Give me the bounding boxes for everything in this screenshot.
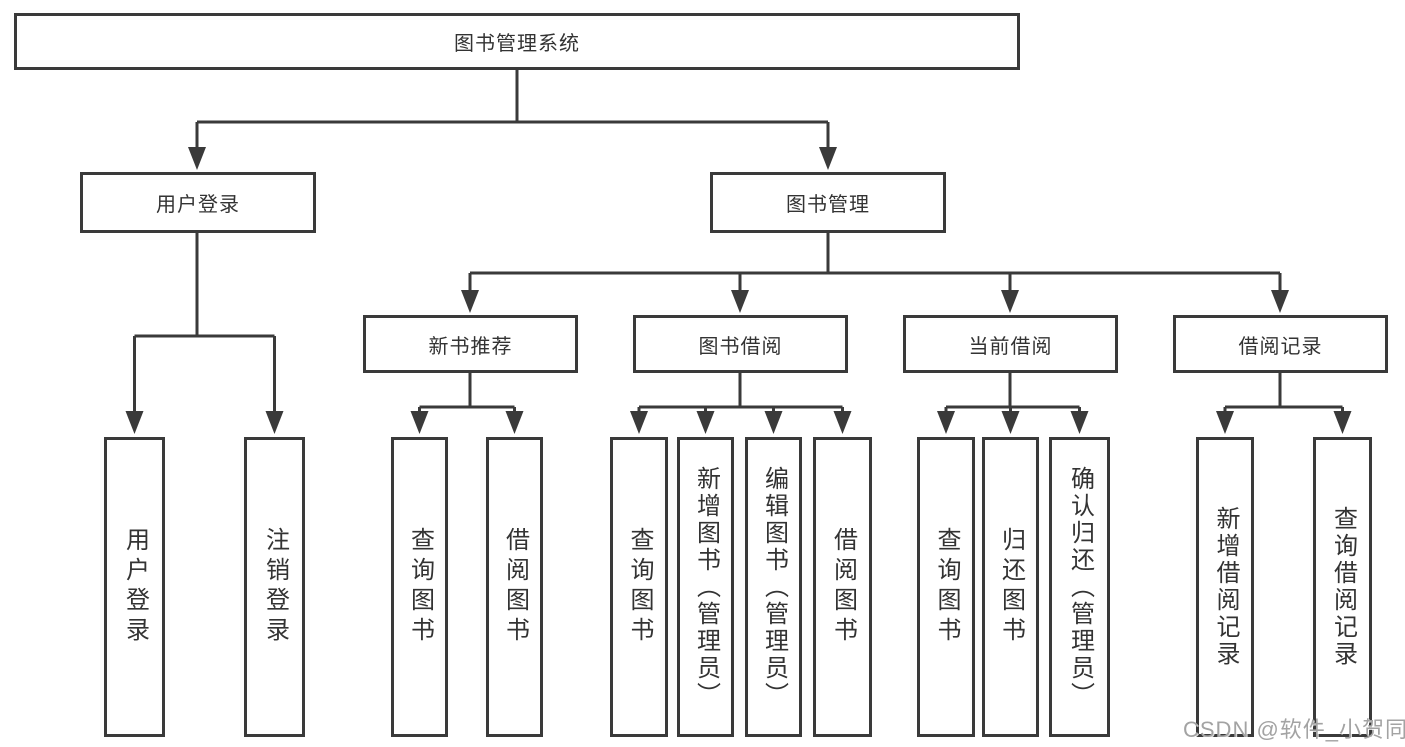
node-label: 用户登录 — [156, 194, 240, 216]
node-label: 当前借阅 — [968, 335, 1053, 358]
node-label: 图书管理系统 — [454, 33, 580, 55]
leaf-logout: 注销登录 — [244, 437, 305, 737]
arrow-icon — [1070, 411, 1089, 434]
arrow-icon — [1333, 411, 1352, 434]
node-label: 图书管理 — [786, 194, 870, 216]
arrow-icon — [410, 411, 429, 434]
leaf-add-borrow-record: 新增借阅记录 — [1196, 437, 1254, 737]
leaf-return-books: 归还图书 — [982, 437, 1039, 737]
leaf-label: 查询图书 — [933, 527, 960, 647]
node-book-borrowing: 图书借阅 — [633, 315, 848, 373]
leaf-label: 用户登录 — [121, 527, 149, 647]
leaf-label: 新增借阅记录 — [1212, 506, 1239, 668]
arrow-icon — [188, 147, 206, 170]
leaf-borrow-books-recommend: 借阅图书 — [486, 437, 543, 737]
leaf-label: 查询图书 — [406, 527, 434, 647]
leaf-label: 归还图书 — [997, 527, 1025, 647]
leaf-query-borrow-record: 查询借阅记录 — [1313, 437, 1372, 737]
leaf-query-books-current: 查询图书 — [917, 437, 975, 737]
leaf-label: 借阅图书 — [829, 527, 857, 647]
arrow-icon — [833, 411, 852, 434]
arrow-icon — [1216, 411, 1234, 434]
arrow-icon — [1001, 411, 1020, 434]
arrow-icon — [265, 411, 284, 434]
arrow-icon — [125, 411, 144, 434]
arrow-icon — [937, 411, 955, 434]
leaf-add-book-admin: 新增图书（管理员） — [677, 437, 734, 737]
node-label: 借阅记录 — [1238, 335, 1323, 358]
leaf-label: 借阅图书 — [501, 527, 529, 647]
leaf-label: 确认归还（管理员） — [1066, 465, 1094, 709]
arrow-icon — [696, 411, 715, 434]
leaf-label: 编辑图书（管理员） — [760, 465, 788, 709]
node-current-borrowing: 当前借阅 — [903, 315, 1118, 373]
node-system-root: 图书管理系统 — [14, 13, 1020, 70]
arrow-icon — [731, 290, 749, 313]
arrow-icon — [1001, 290, 1019, 313]
node-book-management-branch: 图书管理 — [710, 172, 946, 233]
node-label: 新书推荐 — [428, 335, 513, 358]
leaf-label: 查询图书 — [626, 527, 653, 647]
leaf-borrow-books: 借阅图书 — [813, 437, 872, 737]
leaf-label: 注销登录 — [261, 527, 289, 647]
node-label: 图书借阅 — [698, 335, 783, 358]
arrow-icon — [819, 147, 837, 170]
arrow-icon — [630, 411, 648, 434]
csdn-watermark: CSDN @软件_小贺同学 — [1183, 717, 1405, 742]
arrow-icon — [1271, 290, 1289, 313]
arrow-icon — [461, 290, 479, 313]
leaf-confirm-return-admin: 确认归还（管理员） — [1049, 437, 1110, 737]
leaf-query-books-recommend: 查询图书 — [391, 437, 448, 737]
leaf-query-books-borrow: 查询图书 — [610, 437, 668, 737]
node-user-login-branch: 用户登录 — [80, 172, 316, 233]
leaf-label: 查询借阅记录 — [1329, 506, 1357, 668]
arrow-icon — [505, 411, 524, 434]
leaf-label: 新增图书（管理员） — [692, 465, 720, 709]
node-borrowing-records: 借阅记录 — [1173, 315, 1388, 373]
leaf-user-login: 用户登录 — [104, 437, 165, 737]
node-new-book-recommendation: 新书推荐 — [363, 315, 578, 373]
leaf-edit-book-admin: 编辑图书（管理员） — [745, 437, 802, 737]
arrow-icon — [764, 411, 783, 434]
